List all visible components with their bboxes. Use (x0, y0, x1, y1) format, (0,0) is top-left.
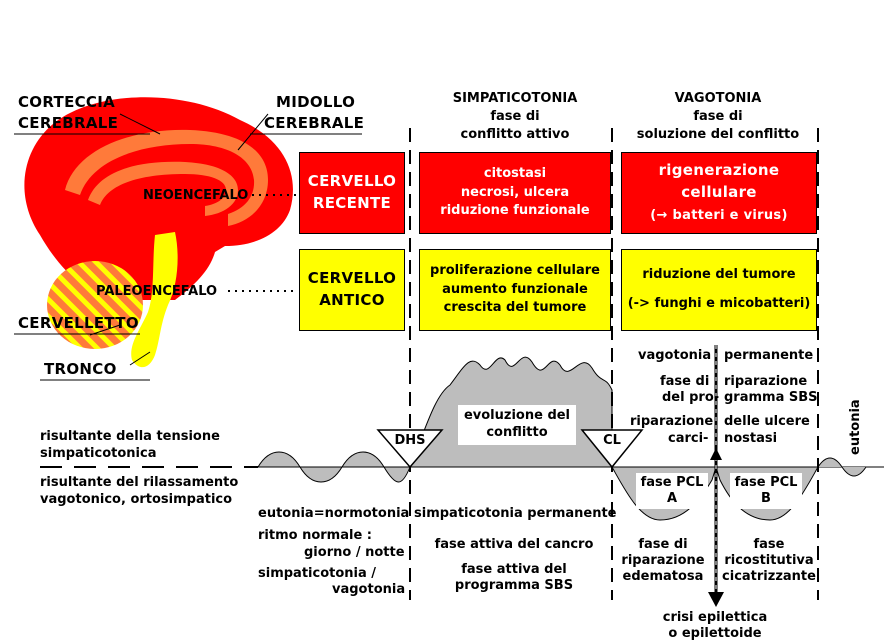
pcl-b-label-1: fase PCL (730, 475, 802, 490)
neo-label: NEOENCEFALO (143, 188, 248, 203)
cortex-label-1: CORTECCIA (18, 93, 115, 111)
recente-simpatico-box: citostasi necrosi, ulcera riduzione funz… (419, 152, 611, 234)
medulla-label-1: MIDOLLO (276, 93, 355, 111)
fase-ric: fase (722, 537, 816, 552)
citostasi: citostasi (484, 165, 546, 184)
ritmo-normale: ritmo normale : (258, 528, 372, 543)
eutonia-wave (818, 458, 884, 476)
pcl-a-label-2: A (636, 491, 708, 506)
riparazione-prog-label: riparazione (724, 374, 807, 389)
riparazione-rip: riparazione (616, 553, 710, 568)
simpaticotonia-vagotonia: simpaticotonia / (258, 566, 376, 581)
batteri-virus: (→ batteri e virus) (650, 207, 787, 226)
cortex-label-2: CEREBRALE (18, 114, 118, 132)
crisis-arrow-up (710, 448, 722, 460)
gramma-sbs-label: gramma SBS (724, 390, 818, 405)
antico-simpatico-box: proliferazione cellulare aumento funzion… (419, 249, 611, 331)
simpatico-sub2: conflitto attivo (420, 127, 610, 142)
evolution-label-2: conflitto (458, 425, 576, 440)
fase-attiva-cancro: fase attiva del cancro (414, 537, 614, 552)
tension-label-2: simpaticotonica (40, 446, 156, 461)
vago-title: VAGOTONIA (620, 91, 816, 106)
simpatico-title: SIMPATICOTONIA (420, 91, 610, 106)
carci-label: carci- (668, 431, 708, 446)
riduzione-tumore: riduzione del tumore (642, 266, 795, 285)
trunk-label: TRONCO (44, 360, 117, 378)
delle-ulcere-label: delle ulcere (724, 414, 810, 429)
cerebellum (47, 261, 143, 349)
cl-label: CL (588, 433, 636, 448)
aumento-funzionale: aumento funzionale (442, 281, 588, 300)
recente-vago-box: rigenerazione cellulare (→ batteri e vir… (621, 152, 817, 234)
cervello-recente-box: CERVELLO RECENTE (299, 152, 405, 234)
medulla-label-2: CEREBRALE (264, 114, 364, 132)
eutonia-normotonia: eutonia=normotonia (258, 506, 409, 521)
proliferazione: proliferazione cellulare (430, 262, 600, 281)
antico-vago-box: riduzione del tumore (-> funghi e micoba… (621, 249, 817, 331)
ricostitutiva: ricostitutiva (722, 553, 816, 568)
vago-sub1: fase di (620, 109, 816, 124)
pcl-a-label-1: fase PCL (636, 475, 708, 490)
normal-rhythm-wave (258, 452, 410, 482)
fase-di-label: fase di (660, 374, 709, 389)
fase-attiva-del: fase attiva del (414, 562, 614, 577)
giorno-notte: giorno / notte (304, 545, 405, 560)
simpatico-sub1: fase di (420, 109, 610, 124)
eutonia-label: eutonia (848, 399, 863, 455)
rigenerazione: rigenerazione (659, 160, 780, 182)
riduzione-funzionale: riduzione funzionale (440, 202, 589, 221)
crisi-epilettica: crisi epilettica (648, 610, 782, 625)
vagotonia-bottom: vagotonia (332, 582, 405, 597)
cellulare: cellulare (681, 182, 757, 204)
evolution-label-1: evoluzione del (458, 408, 576, 423)
cervello-recente-2: RECENTE (313, 193, 391, 215)
epilettoide: o epilettoide (648, 626, 782, 641)
cervello-antico-box: CERVELLO ANTICO (299, 249, 405, 331)
pcl-b-label-2: B (730, 491, 802, 506)
permanente-label: permanente (724, 348, 813, 363)
vagotonia-label: vagotonia (638, 348, 711, 363)
paleo-label: PALEOENCEFALO (96, 284, 217, 299)
cicatrizzante: cicatrizzante (722, 569, 816, 584)
riparazione-carci-label: riparazione (630, 414, 713, 429)
relax-label-2: vagotonico, ortosimpatico (40, 492, 232, 507)
necrosi: necrosi, ulcera (461, 184, 569, 203)
crescita-tumore: crescita del tumore (444, 299, 587, 318)
programma-sbs: programma SBS (414, 578, 614, 593)
cervello-antico-1: CERVELLO (308, 268, 396, 290)
fase-di-rip: fase di (616, 537, 710, 552)
simpaticotonia-permanente: simpaticotonia permanente (414, 506, 614, 521)
funghi-micobatteri: (-> funghi e micobatteri) (628, 295, 811, 314)
tension-label-1: risultante della tensione (40, 429, 220, 444)
crisis-arrow-head (708, 592, 724, 607)
del-pro-label: del pro- (662, 390, 719, 405)
edematosa: edematosa (616, 569, 710, 584)
cervello-recente-1: CERVELLO (308, 171, 396, 193)
dhs-label: DHS (384, 433, 436, 448)
cervello-antico-2: ANTICO (319, 290, 385, 312)
nostasi-label: nostasi (724, 431, 777, 446)
cerebellum-label: CERVELLETTO (18, 314, 139, 332)
relax-label-1: risultante del rilassamento (40, 475, 238, 490)
vago-sub2: soluzione del conflitto (620, 127, 816, 142)
